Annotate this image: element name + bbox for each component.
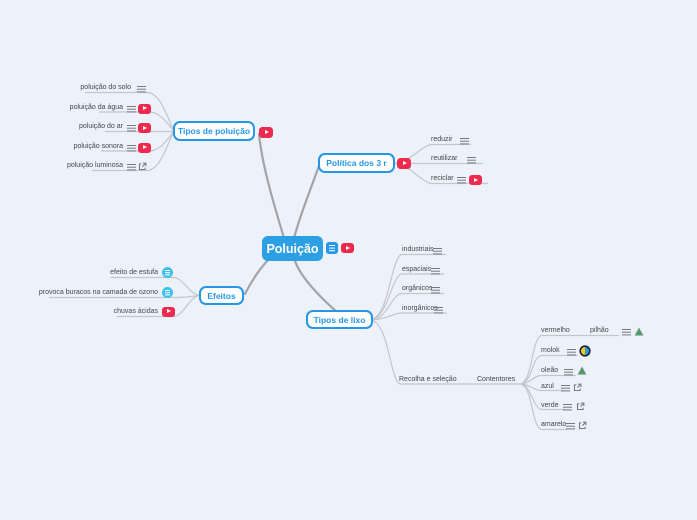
menu-icon[interactable] <box>467 157 476 165</box>
leaf-contentores[interactable]: Contentores <box>477 375 516 383</box>
molok-image-icon[interactable] <box>579 344 591 357</box>
leaf-verde[interactable]: verde <box>541 401 559 409</box>
leaf-reciclar[interactable]: reciclar <box>431 175 454 182</box>
leaf-amarelo[interactable]: amarelo <box>541 421 567 428</box>
leaf-poluicao-do-ar[interactable]: poluição do ar <box>79 123 123 130</box>
leaf-organicos[interactable]: orgânicos <box>402 285 433 292</box>
menu-icon[interactable] <box>567 349 576 357</box>
leaf-poluicao-do-solo[interactable]: poluição do solo <box>80 84 131 91</box>
leaf-poluicao-da-agua[interactable]: poluição da água <box>69 103 123 111</box>
note-circle-icon[interactable] <box>162 266 173 278</box>
branch-node-tipos-de-poluicao[interactable]: Tipos de poluição <box>173 121 255 141</box>
external-link-icon[interactable] <box>576 402 585 411</box>
menu-icon[interactable] <box>433 248 442 256</box>
youtube-icon[interactable] <box>397 158 411 169</box>
menu-icon[interactable] <box>566 423 575 431</box>
menu-icon[interactable] <box>434 306 443 314</box>
menu-icon[interactable] <box>561 384 570 392</box>
leaf-industriais[interactable]: industriais <box>402 246 434 253</box>
leaf-molok[interactable]: molok <box>541 347 560 354</box>
leaf-vermelho[interactable]: vermelho <box>541 327 570 334</box>
leaf-pilhao[interactable]: pilhão <box>590 327 609 334</box>
notes-icon[interactable] <box>326 242 338 254</box>
external-link-icon[interactable] <box>573 383 582 392</box>
youtube-icon[interactable] <box>138 103 151 114</box>
youtube-icon[interactable] <box>341 243 354 253</box>
menu-icon[interactable] <box>563 403 572 411</box>
leaf-provoca-buracos-ozono[interactable]: provoca buracos na camada de ozono <box>38 288 158 296</box>
drive-icon[interactable] <box>577 366 587 375</box>
drive-icon[interactable] <box>634 326 644 336</box>
leaf-poluicao-luminosa[interactable]: poluição luminosa <box>66 162 123 169</box>
branch-node-efeitos[interactable]: Efeitos <box>199 286 244 305</box>
leaf-recolha-e-selecao[interactable]: Recolha e seleção <box>399 375 457 383</box>
branch-node-politica-dos-3r[interactable]: Política dos 3 r <box>318 153 395 173</box>
menu-icon[interactable] <box>460 137 469 145</box>
leaf-efeito-de-estufa[interactable]: efeito de estufa <box>110 268 158 276</box>
youtube-icon[interactable] <box>138 142 151 153</box>
menu-icon[interactable] <box>622 329 631 337</box>
menu-icon[interactable] <box>127 125 136 133</box>
leaf-espaciais[interactable]: espaciais <box>402 265 432 273</box>
menu-icon[interactable] <box>431 287 440 295</box>
note-circle-icon[interactable] <box>162 286 173 298</box>
menu-icon[interactable] <box>127 164 136 172</box>
menu-icon[interactable] <box>127 144 136 152</box>
branch-node-tipos-de-lixo[interactable]: Tipos de lixo <box>306 310 373 329</box>
leaf-inorganicos[interactable]: inorgânicos <box>402 304 438 312</box>
menu-icon[interactable] <box>127 105 136 113</box>
leaf-reduzir[interactable]: reduzir <box>431 135 453 143</box>
root-node-poluicao[interactable]: Poluição <box>262 236 323 261</box>
youtube-icon[interactable] <box>138 123 151 133</box>
youtube-icon[interactable] <box>259 127 273 138</box>
leaf-azul[interactable]: azul <box>541 382 554 390</box>
youtube-icon[interactable] <box>162 306 175 317</box>
menu-icon[interactable] <box>564 369 573 377</box>
external-link-icon[interactable] <box>138 162 147 171</box>
leaf-oleao[interactable]: oleão <box>541 367 559 374</box>
leaf-chuvas-acidas[interactable]: chuvas ácidas <box>113 307 158 315</box>
menu-icon[interactable] <box>431 267 440 275</box>
external-link-icon[interactable] <box>578 421 587 430</box>
menu-icon[interactable] <box>457 177 466 185</box>
leaf-poluicao-sonora[interactable]: poluição sonora <box>73 142 123 150</box>
menu-icon[interactable] <box>137 86 146 94</box>
youtube-icon[interactable] <box>469 175 482 185</box>
leaf-reutilizar[interactable]: reutilizar <box>431 155 458 162</box>
